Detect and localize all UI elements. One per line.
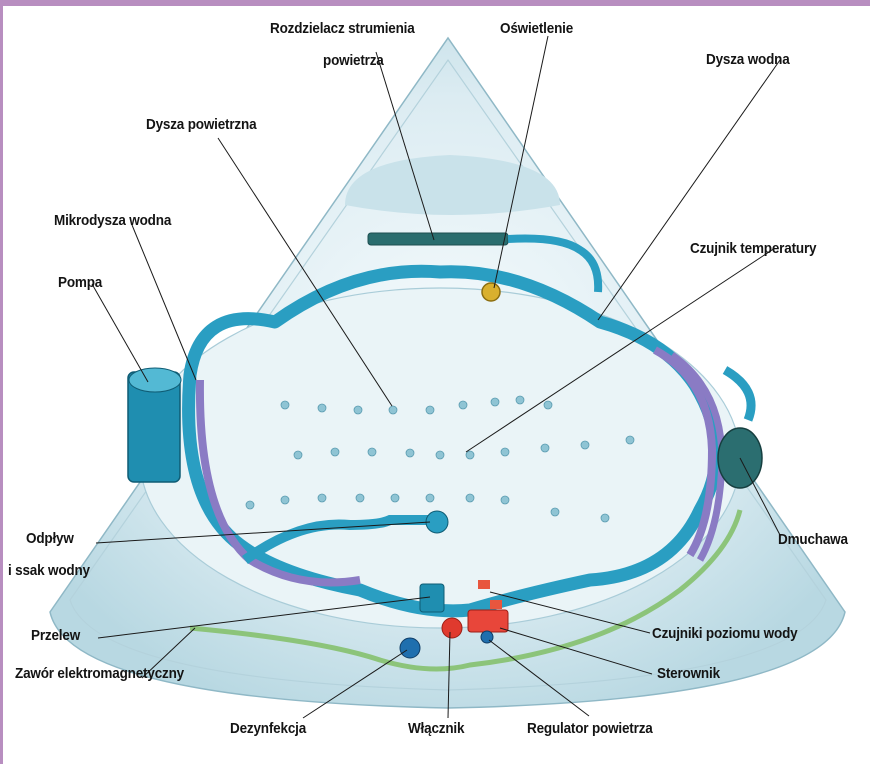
label-air-regulator: Regulator powietrza: [527, 720, 653, 737]
air-splitter-bar: [368, 233, 508, 245]
level-sensor-1: [478, 580, 490, 589]
label-temp-sensor: Czujnik temperatury: [690, 240, 816, 257]
level-sensor-2: [490, 600, 502, 609]
label-switch: Włącznik: [408, 720, 464, 737]
light-fixture: [482, 283, 500, 301]
label-level-sensors: Czujniki poziomu wody: [652, 625, 797, 642]
switch-red: [442, 618, 462, 638]
label-air-jet: Dysza powietrzna: [146, 116, 256, 133]
disinfection-fitting: [400, 638, 420, 658]
label-controller: Sterownik: [657, 665, 720, 682]
label-blower: Dmuchawa: [778, 531, 848, 548]
label-lighting: Oświetlenie: [500, 20, 573, 37]
label-drain-2: i ssak wodny: [8, 562, 90, 579]
label-micro-jet: Mikrodysza wodna: [54, 212, 171, 229]
label-disinfection: Dezynfekcja: [230, 720, 306, 737]
label-air-splitter-1: Rozdzielacz strumienia: [270, 20, 415, 37]
label-overflow: Przelew: [31, 627, 80, 644]
label-pump: Pompa: [58, 274, 102, 291]
label-solenoid-valve: Zawór elektromagnetyczny: [15, 665, 184, 682]
label-water-jet: Dysza wodna: [706, 51, 790, 68]
label-air-splitter-2: powietrza: [323, 52, 384, 69]
label-drain-1: Odpływ: [26, 530, 74, 547]
